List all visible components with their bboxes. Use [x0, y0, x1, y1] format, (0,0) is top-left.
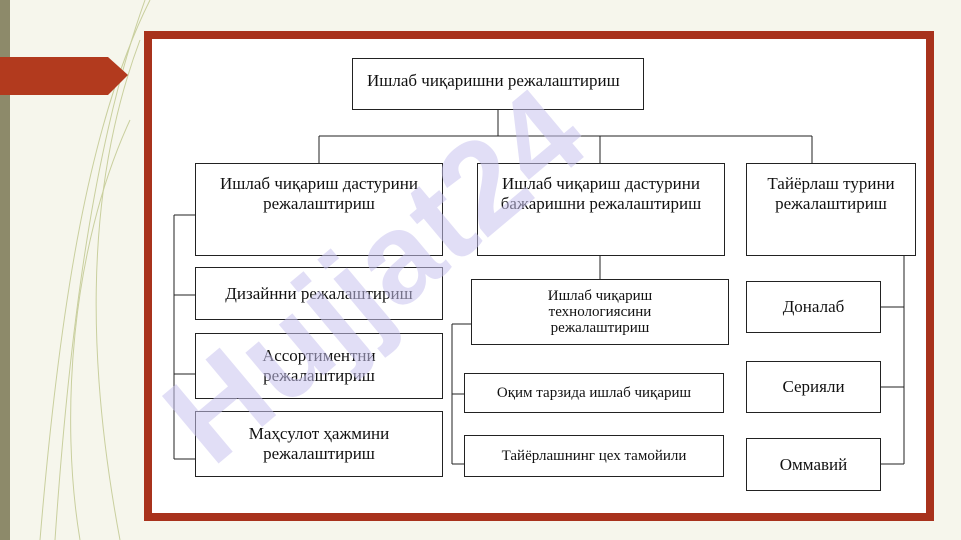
child-node-volume-planning: Маҳсулот ҳажмини режалаштириш	[195, 411, 443, 477]
branch-node-program-planning: Ишлаб чиқариш дастурини режалаштириш	[195, 163, 443, 256]
child-node-design-planning: Дизайнни режалаштириш	[195, 267, 443, 320]
child-node-unit-production: Доналаб	[746, 281, 881, 333]
arrow-tab-icon	[0, 57, 128, 95]
child-node-flow-production: Оқим тарзида ишлаб чиқариш	[464, 373, 724, 413]
diagram-canvas: Ишлаб чиқаришни режалаштириш Ишлаб чиқар…	[152, 39, 926, 513]
branch-node-production-type: Тайёрлаш турини режалаштириш	[746, 163, 916, 256]
child-node-assortment-planning: Ассортиментни режалаштириш	[195, 333, 443, 399]
connector-lines	[173, 110, 905, 465]
child-node-serial-production: Серияли	[746, 361, 881, 413]
child-node-mass-production: Оммавий	[746, 438, 881, 491]
child-node-technology-planning: Ишлаб чиқариш технологиясини режалаштири…	[471, 279, 729, 345]
child-node-shop-principle: Тайёрлашнинг цех тамойили	[464, 435, 724, 477]
left-accent-bar	[0, 0, 10, 540]
root-node: Ишлаб чиқаришни режалаштириш	[352, 58, 644, 110]
branch-node-execution-planning: Ишлаб чиқариш дастурини бажаришни режала…	[477, 163, 725, 256]
